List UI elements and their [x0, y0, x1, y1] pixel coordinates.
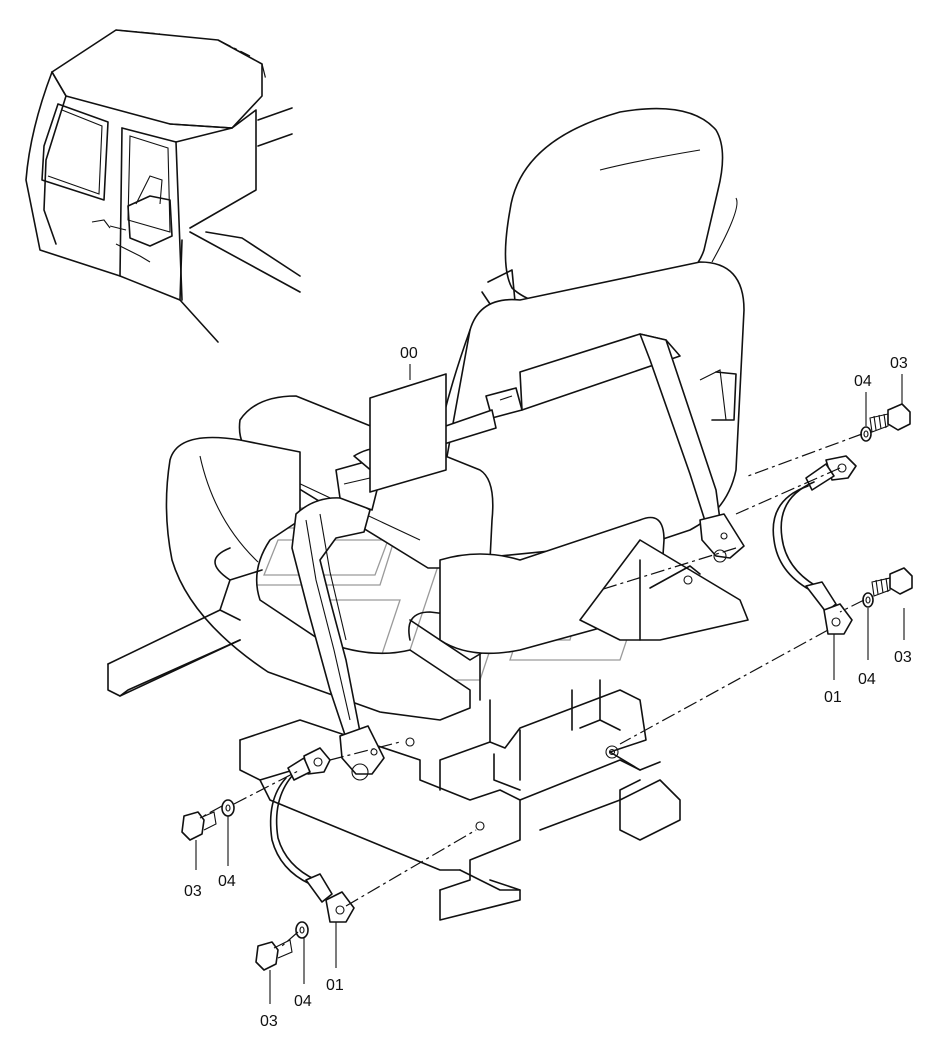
callout-03-right-bottom: 03	[894, 649, 912, 666]
callout-03-bottom: 03	[260, 1013, 278, 1030]
callout-04-left: 04	[218, 873, 236, 890]
label-tag	[369, 373, 447, 493]
callout-04-bottom: 04	[294, 993, 312, 1010]
seat-illustration	[107, 107, 749, 921]
callout-leaders	[195, 364, 905, 1004]
callout-00: 00	[400, 345, 418, 362]
callout-04-right-bottom: 04	[858, 671, 876, 688]
callout-03-left: 03	[184, 883, 202, 900]
right-hardware	[772, 403, 913, 635]
cab-inset-illustration	[25, 29, 301, 343]
callout-03-right-top: 03	[890, 355, 908, 372]
callout-01-bottom: 01	[326, 977, 344, 994]
callout-04-right-top: 04	[854, 373, 872, 390]
leader-lines	[115, 29, 865, 947]
callout-01-right: 01	[824, 689, 842, 706]
left-hardware	[181, 747, 355, 971]
seat-belt-illustration	[291, 333, 745, 781]
